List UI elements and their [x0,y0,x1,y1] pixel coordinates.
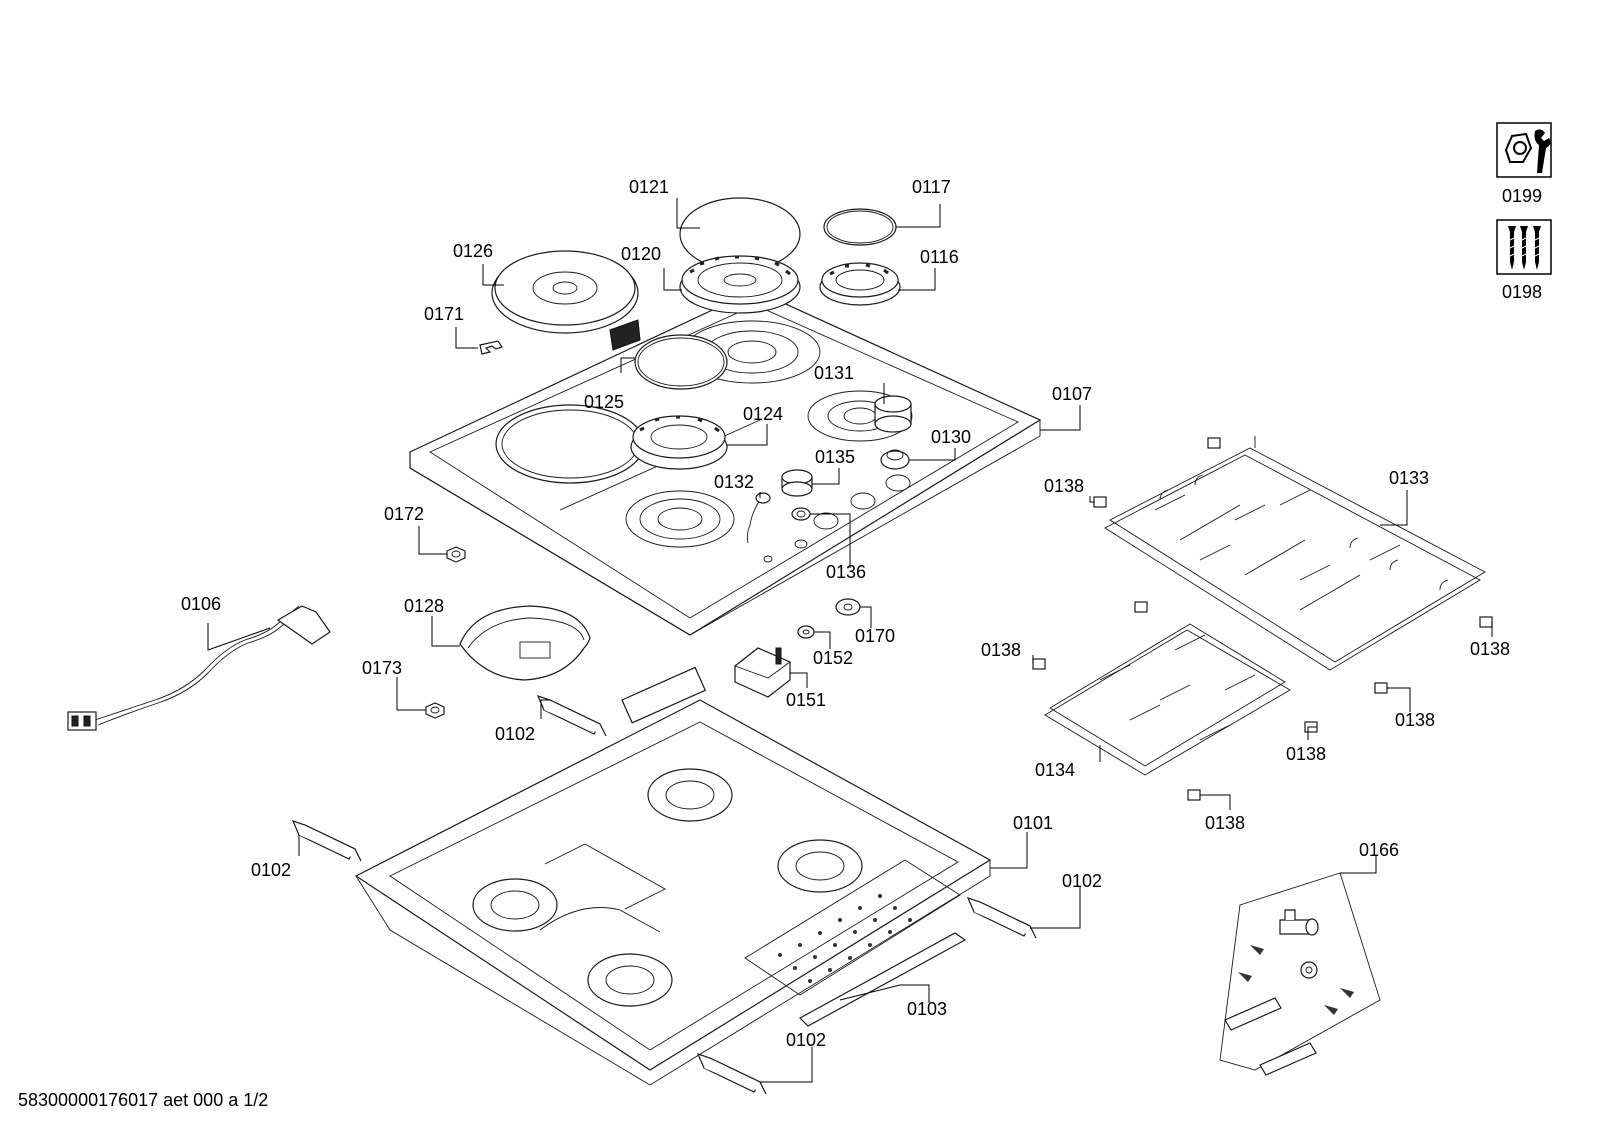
pan-support-0134[interactable] [1044,623,1291,776]
part-label-0128[interactable]: 0128 [404,596,444,616]
part-label-0173[interactable]: 0173 [362,658,402,678]
part-label-0138-c[interactable]: 0138 [1470,639,1510,659]
nut-0172[interactable] [446,546,466,563]
part-label-0124[interactable]: 0124 [743,404,783,424]
nut-0173[interactable] [425,702,445,719]
rubber-foot-0138-b[interactable] [1032,658,1046,670]
foot-0102-b[interactable] [291,820,362,862]
part-label-0172[interactable]: 0172 [384,504,424,524]
part-label-0136[interactable]: 0136 [826,562,866,582]
hotplate-ring-0125[interactable] [634,334,728,390]
part-labels: 0121 0117 0126 0120 0116 0171 0125 0131 … [181,177,1510,1050]
burner-crown-0120[interactable] [679,255,801,314]
rubber-foot-0138-a[interactable] [1093,496,1107,508]
wrench-nut-icon[interactable] [1496,122,1552,178]
part-label-0102-c[interactable]: 0102 [1062,871,1102,891]
part-label-0102-a[interactable]: 0102 [495,724,535,744]
part-label-0199: 0199 [1502,186,1542,206]
foot-0102-d[interactable] [696,1053,767,1095]
energy-regulator-0151[interactable] [734,647,791,698]
part-label-0120[interactable]: 0120 [621,244,661,264]
part-label-0130[interactable]: 0130 [931,427,971,447]
foot-0102-c[interactable] [966,897,1037,939]
part-label-0151[interactable]: 0151 [786,690,826,710]
hob-top-plate[interactable] [409,289,1042,636]
part-label-0103[interactable]: 0103 [907,999,947,1019]
washer-0152[interactable] [797,625,815,639]
part-label-0126[interactable]: 0126 [453,241,493,261]
part-label-0102-d[interactable]: 0102 [786,1030,826,1050]
part-label-0138-b[interactable]: 0138 [981,640,1021,660]
strip-0103[interactable] [799,932,967,1027]
part-label-0117[interactable]: 0117 [912,177,951,197]
part-label-0107[interactable]: 0107 [1052,384,1092,404]
part-label-0132[interactable]: 0132 [714,472,754,492]
rubber-foot-0138-d[interactable] [1374,682,1388,694]
part-label-0171[interactable]: 0171 [424,304,464,324]
foot-0102-a[interactable] [536,695,607,737]
document-footer: 58300000176017 aet 000 a 1/2 [18,1090,269,1110]
hotplate-0126[interactable] [491,250,641,351]
part-label-0133[interactable]: 0133 [1389,468,1429,488]
part-label-0138-a[interactable]: 0138 [1044,476,1084,496]
knob-0131[interactable] [874,395,912,433]
burner-crown-0124[interactable] [630,415,728,470]
part-label-0116[interactable]: 0116 [920,247,959,267]
part-label-0152[interactable]: 0152 [813,648,853,668]
part-label-0138-f[interactable]: 0138 [1205,813,1245,833]
rubber-foot-0138-f[interactable] [1187,789,1201,801]
clip-0171[interactable] [479,340,503,355]
knob-0135[interactable] [781,469,813,497]
seal-0136[interactable] [791,507,811,521]
heat-shield-0128[interactable] [459,605,591,681]
part-label-0135[interactable]: 0135 [815,447,855,467]
part-label-0166[interactable]: 0166 [1359,840,1399,860]
rubber-foot-0138-top[interactable] [1207,437,1221,449]
part-label-0138-d[interactable]: 0138 [1395,710,1435,730]
part-label-0106[interactable]: 0106 [181,594,221,614]
screws-icon[interactable] [1496,219,1552,275]
part-label-0138-e[interactable]: 0138 [1286,744,1326,764]
part-label-0125[interactable]: 0125 [584,392,624,412]
pan-support-0133[interactable] [1104,436,1486,671]
rubber-foot-0138-c[interactable] [1479,616,1493,628]
conversion-kit-0166[interactable] [1219,872,1381,1076]
part-label-0170[interactable]: 0170 [855,626,895,646]
part-label-0134[interactable]: 0134 [1035,760,1075,780]
burner-crown-0116[interactable] [819,262,901,306]
leader-lines [207,198,1493,1083]
part-label-0101[interactable]: 0101 [1013,813,1053,833]
part-label-0198: 0198 [1502,282,1542,302]
part-label-0102-b[interactable]: 0102 [251,860,291,880]
bottom-housing-0101[interactable] [354,666,992,1086]
washer-0170[interactable] [835,598,861,616]
rubber-foot-0138-mid[interactable] [1134,601,1148,613]
burner-cap-0117[interactable] [823,208,897,246]
part-label-0131[interactable]: 0131 [814,363,854,383]
part-label-0121[interactable]: 0121 [629,177,669,197]
power-cable-0106[interactable] [67,605,331,731]
